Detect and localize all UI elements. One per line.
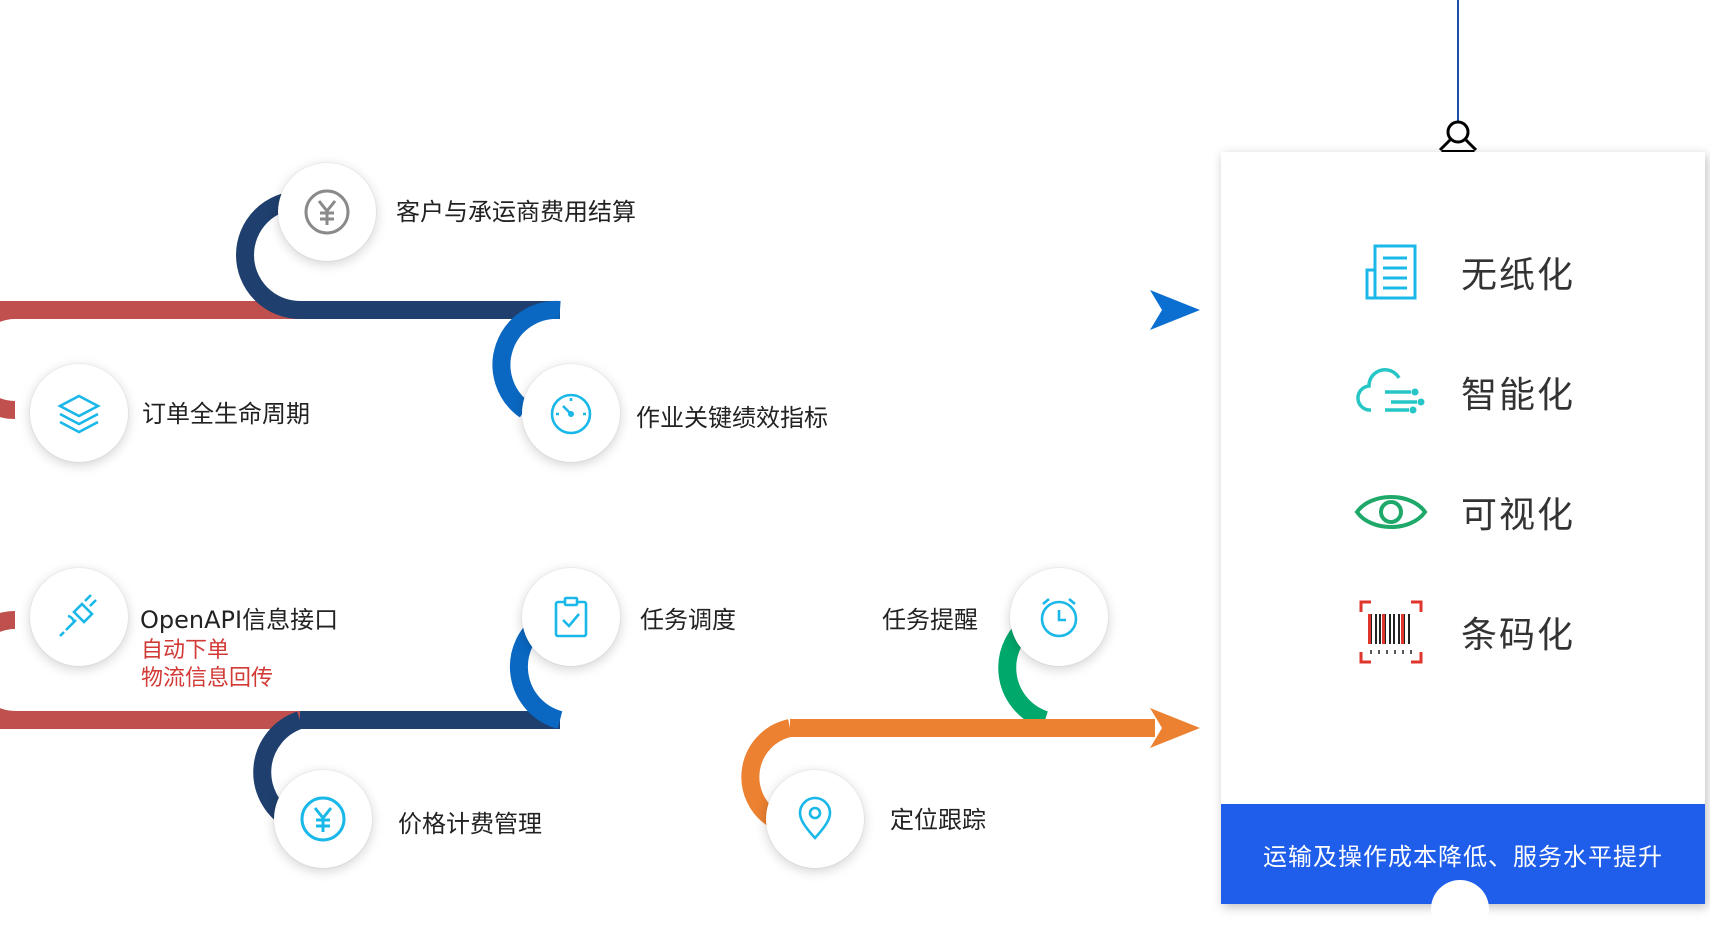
order-lifecycle-label: 订单全生命周期 [142,400,310,428]
openapi-sub2: 物流信息回传 [141,666,274,691]
yen-gray-icon [304,189,350,235]
clipboard-check-icon [554,596,588,638]
benefit-banner: 运输及操作成本降低、服务水平提升 [1221,804,1705,938]
dispatch-label: 任务调度 [640,606,736,634]
openapi-sub1: 自动下单 [141,638,230,663]
plug-icon [59,594,97,637]
feature-intelligent-label: 智能化 [1461,375,1576,416]
red-curve-top [0,301,16,419]
settlement-node [278,163,376,261]
reminder-label: 任务提醒 [882,606,978,634]
pricing-node [274,770,372,868]
location-pin-icon [798,796,832,840]
feature-barcode-label: 条码化 [1461,615,1576,656]
feature-paperless: 无纸化 [1351,232,1651,312]
order-lifecycle-node [30,364,128,462]
pricing-label: 价格计费管理 [398,810,542,838]
layers-icon [57,394,101,434]
document-icon [1365,244,1417,300]
feature-intelligent: 智能化 [1351,352,1651,432]
yen-cyan-icon [300,796,346,842]
cloud-network-icon [1356,368,1425,414]
tracking-node [766,770,864,868]
feature-barcode: 条码化 [1351,592,1651,672]
benefit-banner-text: 运输及操作成本降低、服务水平提升 [1263,842,1663,871]
dispatch-node [522,568,620,666]
orange-curve [741,719,793,828]
benefits-card: 无纸化 智能化 可视化 [1221,152,1705,938]
blue-curve-top [492,300,561,418]
eye-icon [1354,495,1428,529]
banner-notch [1431,880,1489,938]
settlement-label: 客户与承运商费用结算 [396,198,636,226]
red-curve-bottom [0,611,16,729]
feature-paperless-label: 无纸化 [1461,255,1576,296]
kpi-node [522,364,620,462]
openapi-node [30,568,128,666]
kpi-label: 作业关键绩效指标 [636,404,828,432]
flow-diagram [0,191,1200,828]
gauge-icon [550,393,592,435]
alarm-clock-icon [1040,598,1078,638]
reminder-node [1010,568,1108,666]
arrow-top-head [1150,290,1200,330]
tracking-label: 定位跟踪 [890,806,986,834]
feature-visual-label: 可视化 [1461,495,1576,536]
feature-visual: 可视化 [1351,472,1651,552]
navy-curve-top [236,191,301,319]
openapi-label: OpenAPI信息接口 [140,606,339,634]
arrow-bottom-head [1150,708,1200,748]
barcode-icon [1359,600,1423,664]
